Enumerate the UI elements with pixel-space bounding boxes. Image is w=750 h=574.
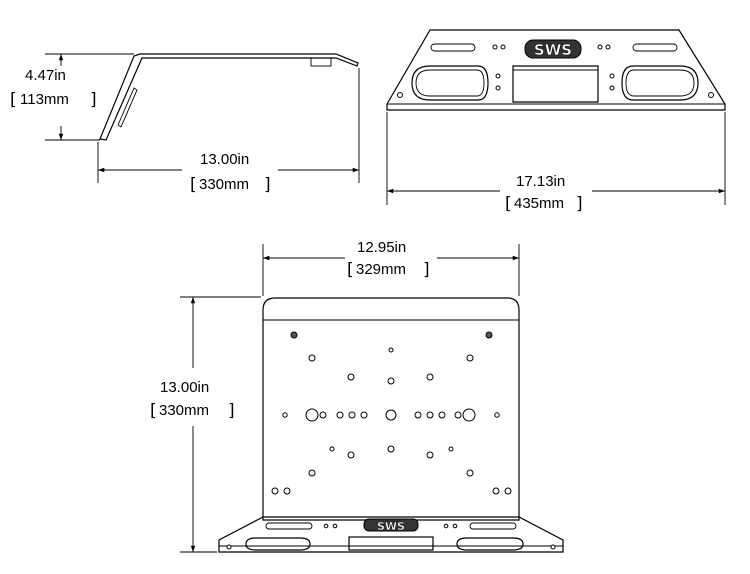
front-slot-left: [430, 43, 476, 52]
top-slot-left: [265, 522, 313, 530]
top-height-mm: 330mm: [159, 402, 209, 419]
top-width-in: 12.95in: [357, 239, 406, 256]
bracket-right: ]: [423, 260, 430, 280]
bracket-left: [: [347, 260, 354, 280]
bracket-left: [: [10, 90, 17, 110]
top-cutout-middle: [348, 536, 434, 551]
top-plate: [262, 297, 520, 521]
side-tab: [310, 57, 332, 67]
front-cutout-left: [411, 65, 489, 101]
top-logo: SWS: [377, 520, 405, 533]
top-flange: [218, 516, 564, 553]
side-width-in: 13.00in: [200, 151, 249, 168]
top-slot-right: [469, 522, 517, 530]
front-width-mm: 435mm: [514, 195, 564, 212]
side-view: 4.47in [ 113mm ] 13.00in [ 330mm ]: [10, 53, 360, 195]
front-cutout-right: [621, 65, 699, 101]
top-view: SWS: [150, 239, 564, 553]
top-cutout-right: [456, 537, 524, 551]
top-logo-plate: [363, 518, 419, 532]
front-logo: SWS: [534, 41, 572, 59]
top-cutout-left: [245, 537, 311, 551]
bracket-right: ]: [576, 194, 583, 214]
bracket-right: ]: [90, 90, 97, 110]
bracket-right: ]: [264, 175, 271, 195]
front-logo-plate: [524, 39, 582, 59]
bracket-left: [: [190, 175, 197, 195]
bracket-right: ]: [228, 401, 235, 421]
front-slot-right: [632, 43, 678, 52]
front-cutout-middle: [512, 65, 599, 103]
side-height-in: 4.47in: [25, 67, 66, 84]
side-height-mm: 113mm: [20, 91, 69, 108]
top-height-in: 13.00in: [160, 379, 209, 396]
side-flange: [117, 87, 138, 128]
side-profile: [99, 53, 359, 141]
bracket-left: [: [150, 401, 157, 421]
top-width-mm: 329mm: [356, 261, 406, 278]
front-width-in: 17.13in: [516, 173, 565, 190]
side-width-mm: 330mm: [199, 176, 249, 193]
front-view: SWS 17.13in [ 435mm ]: [386, 29, 726, 214]
bracket-left: [: [505, 194, 512, 214]
